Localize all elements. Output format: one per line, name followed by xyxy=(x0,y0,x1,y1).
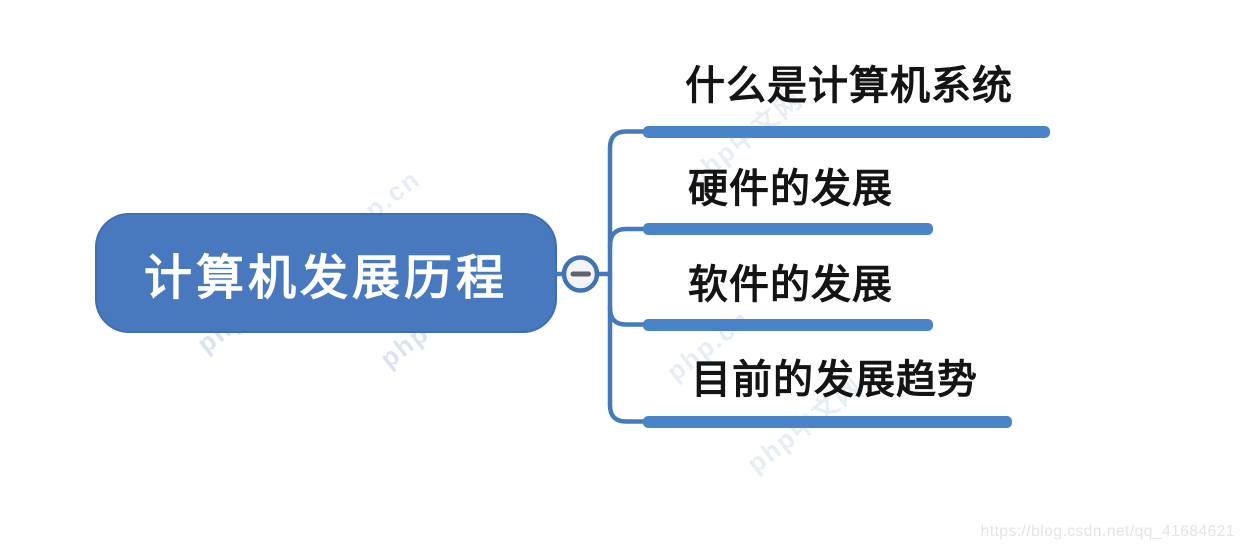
branch-bar-2[interactable] xyxy=(643,223,933,235)
branch-label-1[interactable]: 什么是计算机系统 xyxy=(685,64,1013,108)
connector-branch-1 xyxy=(607,129,648,277)
branch-bar-4[interactable] xyxy=(643,415,1012,428)
branch-bar-1[interactable] xyxy=(643,125,1050,138)
root-topic-label: 计算机发展历程 xyxy=(143,252,508,305)
connector-branch-4 xyxy=(607,271,648,424)
branch-label-2[interactable]: 硬件的发展 xyxy=(688,167,893,211)
branch-label-3[interactable]: 软件的发展 xyxy=(688,263,893,307)
root-topic-node[interactable]: 计算机发展历程 xyxy=(95,213,557,333)
branch-label-4[interactable]: 目前的发展趋势 xyxy=(691,358,978,402)
connector-branch-2 xyxy=(607,226,648,249)
collapse-button[interactable] xyxy=(561,255,600,293)
branch-bar-3[interactable] xyxy=(643,318,933,331)
connector-branch-3 xyxy=(607,305,648,327)
